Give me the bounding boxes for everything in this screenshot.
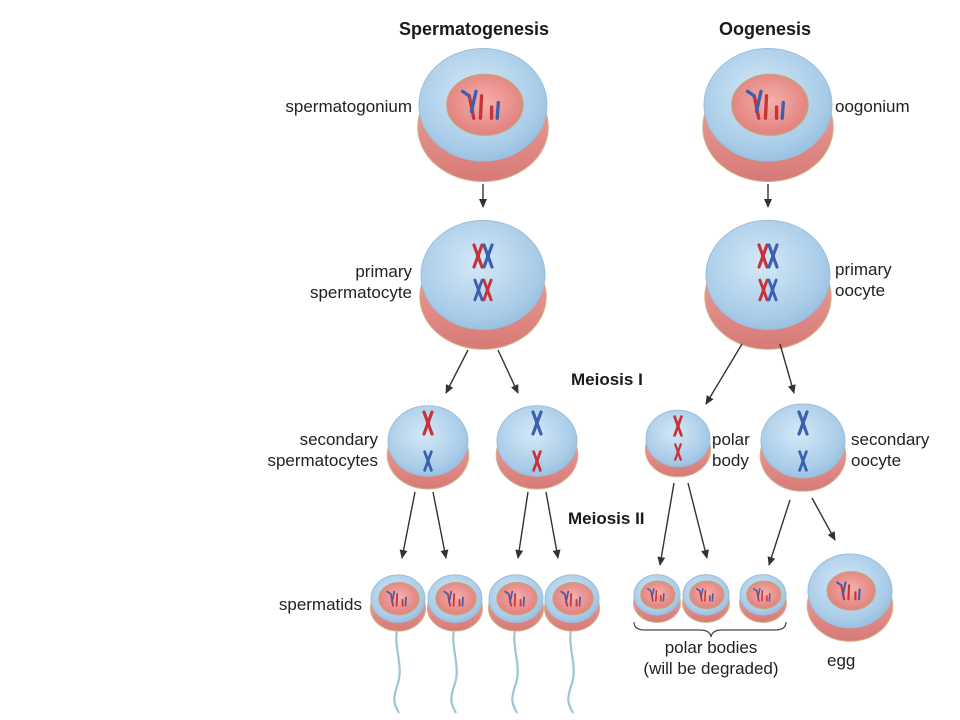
title-oogenesis: Oogenesis xyxy=(719,19,812,39)
cell-primary-spermatocyte xyxy=(419,219,547,350)
cells xyxy=(369,47,894,642)
label-primary-oocyte-2: oocyte xyxy=(835,281,886,300)
label-secondary-oocyte-1: secondary xyxy=(851,430,930,449)
label-primary-spermatocyte-2: spermatocyte xyxy=(309,283,412,302)
label-secondary-oocyte-2: oocyte xyxy=(851,451,902,470)
cell-polar-body xyxy=(644,409,712,478)
arrow-polar-body-left xyxy=(657,482,675,566)
sperm-tail-1 xyxy=(393,624,401,714)
title-spermatogenesis: Spermatogenesis xyxy=(399,19,550,39)
label-oogonium: oogonium xyxy=(835,97,910,116)
arrow-primary-oocyte-right xyxy=(779,343,796,394)
label-polar-bodies-1: polar bodies xyxy=(664,638,758,657)
cell-secondary-spermatocyte-2 xyxy=(495,405,579,490)
label-spermatids: spermatids xyxy=(278,595,362,614)
polar-bodies-bracket xyxy=(633,621,787,638)
arrow-polar-body-right xyxy=(687,482,709,559)
arrow-primary-spermatocyte-left xyxy=(445,349,469,394)
arrows xyxy=(399,184,836,566)
sperm-tail-4 xyxy=(567,624,575,714)
cell-spermatid-3 xyxy=(487,574,545,632)
arrow-sec-sperm2-left xyxy=(515,491,529,559)
label-egg: egg xyxy=(827,651,856,670)
label-secondary-spermatocytes-1: secondary xyxy=(299,430,378,449)
cell-primary-oocyte xyxy=(704,219,832,350)
arrow-primary-spermatocyte-right xyxy=(497,349,519,394)
stage-meiosis-1: Meiosis I xyxy=(571,370,643,389)
cell-polar-body-final-2 xyxy=(682,574,730,623)
cell-secondary-oocyte xyxy=(759,403,847,492)
arrow-sec-oocyte-right xyxy=(811,497,836,541)
label-polar-body-1: polar xyxy=(712,430,750,449)
cell-spermatid-1 xyxy=(369,574,427,632)
cell-polar-body-final-1 xyxy=(633,574,681,623)
arrow-primary-oocyte-left xyxy=(705,343,743,405)
label-primary-spermatocyte-1: primary xyxy=(355,262,412,281)
label-primary-oocyte-1: primary xyxy=(835,260,892,279)
cell-spermatid-2 xyxy=(426,574,484,632)
arrow-sec-sperm2-right xyxy=(545,491,561,559)
label-polar-body-2: body xyxy=(712,451,749,470)
cell-egg xyxy=(806,553,894,642)
arrow-sec-sperm1-right xyxy=(432,491,449,559)
cell-oogonium xyxy=(702,47,834,183)
cell-secondary-spermatocyte-1 xyxy=(386,405,470,490)
arrow-sec-sperm1-left xyxy=(399,491,416,559)
cell-spermatid-4 xyxy=(543,574,601,632)
label-spermatogonium: spermatogonium xyxy=(285,97,412,116)
stage-meiosis-2: Meiosis II xyxy=(568,509,645,528)
label-polar-bodies-2: (will be degraded) xyxy=(643,659,779,678)
label-secondary-spermatocytes-2: spermatocytes xyxy=(267,451,378,470)
cell-spermatogonium xyxy=(417,47,549,183)
arrow-sec-oocyte-left xyxy=(767,499,791,566)
cell-polar-body-final-3 xyxy=(739,574,787,623)
sperm-tails xyxy=(393,624,575,714)
sperm-tail-3 xyxy=(511,624,519,714)
sperm-tail-2 xyxy=(450,624,458,714)
